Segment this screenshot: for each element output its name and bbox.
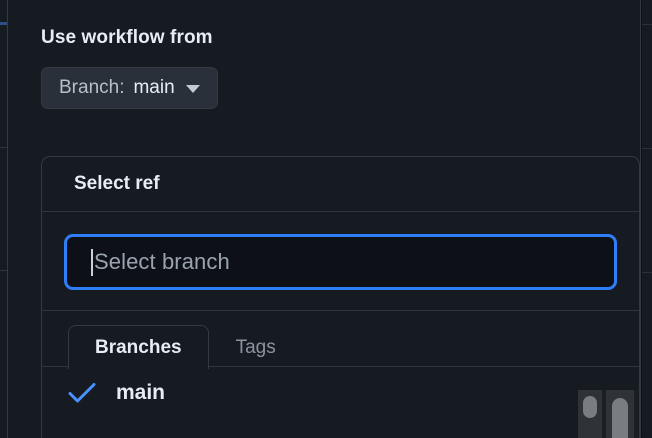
page-right-divider-3 xyxy=(642,272,652,273)
select-ref-title: Select ref xyxy=(74,173,160,194)
branch-name: main xyxy=(116,381,166,404)
branch-selector-prefix: Branch: xyxy=(59,77,125,98)
ref-tabs-underline xyxy=(42,366,639,367)
search-field-wrapper: Select branch xyxy=(42,212,639,310)
tab-tags[interactable]: Tags xyxy=(235,336,276,358)
ref-tabs: Branches Tags xyxy=(68,325,303,369)
page-divider-2 xyxy=(0,270,7,271)
run-workflow-dialog: Use workflow from Branch: main Select re… xyxy=(7,0,641,438)
scrollbar-gap xyxy=(602,390,606,438)
tab-branches[interactable]: Branches xyxy=(68,325,209,369)
use-workflow-from-label: Use workflow from xyxy=(41,27,213,48)
dialog-body: Use workflow from Branch: main xyxy=(8,1,640,109)
branch-search-placeholder: Select branch xyxy=(94,249,230,274)
page-background-left-strip xyxy=(0,0,7,438)
page-accent-rule xyxy=(0,22,7,25)
inner-list-scrollbar-thumb[interactable] xyxy=(583,396,597,418)
check-icon xyxy=(68,382,102,404)
branch-search-input[interactable]: Select branch xyxy=(64,234,617,290)
text-cursor xyxy=(91,248,93,276)
page-scrollbar-thumb[interactable] xyxy=(612,398,628,438)
scrollbar-outer-gap xyxy=(634,390,638,438)
chevron-down-icon xyxy=(185,85,200,93)
ref-tabs-region: Branches Tags xyxy=(42,311,639,369)
page-right-divider-1 xyxy=(642,24,652,25)
branch-selector-value: main xyxy=(133,77,175,98)
page-right-divider-2 xyxy=(642,148,652,149)
select-ref-panel: Select ref Select branch Branches Tags xyxy=(41,156,640,438)
panel-divider-mid xyxy=(42,310,639,311)
branch-selector-button[interactable]: Branch: main xyxy=(41,67,218,109)
page-background-right-strip xyxy=(642,0,652,438)
list-item[interactable]: main xyxy=(42,367,639,419)
branch-list: main xyxy=(42,367,639,419)
panel-divider-top xyxy=(42,211,639,212)
page-divider-1 xyxy=(0,147,7,148)
